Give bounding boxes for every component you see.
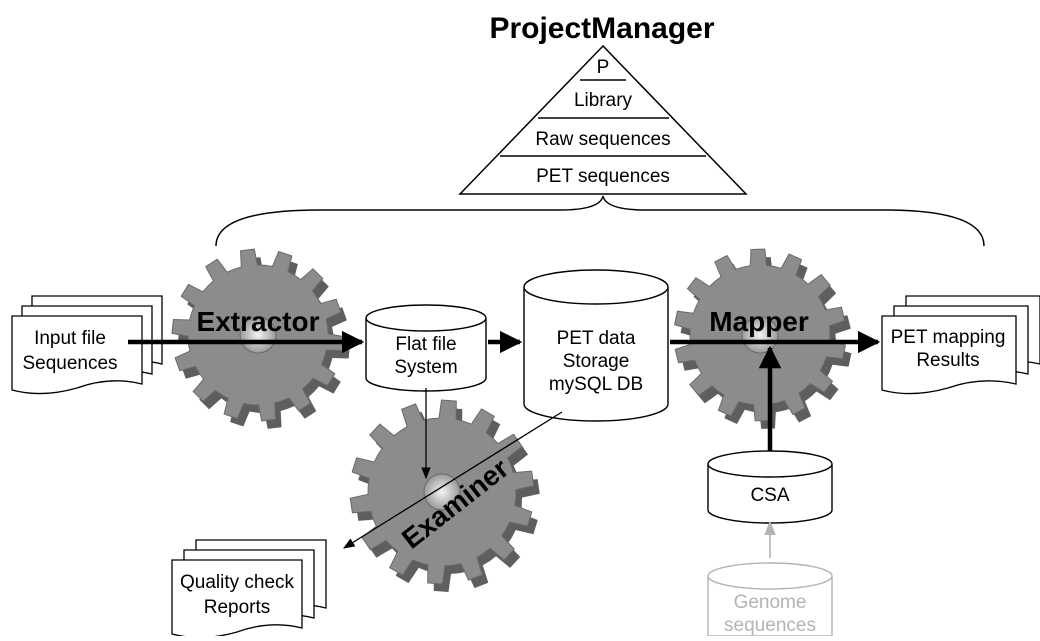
- diagram-title: ProjectManager: [489, 12, 714, 45]
- csa-label: CSA: [750, 485, 789, 506]
- pet-storage-label-line3: mySQL DB: [549, 374, 643, 395]
- input-file-document: Input file Sequences: [11, 295, 163, 395]
- quality-check-label-line1: Quality check: [180, 572, 295, 593]
- pet-mapping-label-line1: PET mapping: [891, 327, 1006, 348]
- flat-file-label-line1: Flat file: [395, 334, 456, 355]
- flat-file-system-db: Flat file System: [365, 304, 487, 392]
- pyramid-outline: [458, 44, 748, 195]
- csa-db: CSA: [707, 450, 833, 524]
- mapper-gear: [674, 248, 852, 429]
- pet-mapping-results-document: PET mapping Results: [881, 295, 1040, 395]
- pyramid-level-pet-sequences: PET sequences: [536, 166, 670, 187]
- pet-mapping-label-line2: Results: [916, 350, 979, 371]
- pyramid-level-library: Library: [574, 90, 633, 111]
- quality-check-label-line2: Reports: [204, 597, 271, 618]
- genome-label-line2: sequences: [724, 615, 816, 636]
- extractor-gear: [171, 248, 350, 429]
- examiner-gear-hub: [423, 473, 461, 511]
- pet-storage-label-line2: Storage: [563, 351, 630, 372]
- genome-label-line1: Genome: [734, 592, 807, 613]
- quality-check-reports-document: Quality check Reports: [171, 539, 327, 639]
- flat-file-label-line2: System: [394, 357, 457, 378]
- input-file-label-line1: Input file: [34, 328, 106, 349]
- project-pyramid: P Library Raw sequences PET sequences: [458, 44, 748, 195]
- pyramid-level-raw-sequences: Raw sequences: [535, 129, 670, 150]
- extractor-label: Extractor: [197, 306, 320, 337]
- pyramid-level-p: P: [597, 57, 610, 78]
- pet-data-storage-db: PET data Storage mySQL DB: [523, 269, 669, 422]
- scope-brace: [215, 195, 985, 247]
- pet-storage-label-line1: PET data: [557, 328, 636, 349]
- arrow-storage-to-reports: [343, 411, 563, 549]
- input-file-label-line2: Sequences: [22, 353, 117, 374]
- mapper-label: Mapper: [709, 306, 809, 337]
- genome-sequences-db: Genome sequences: [707, 562, 833, 637]
